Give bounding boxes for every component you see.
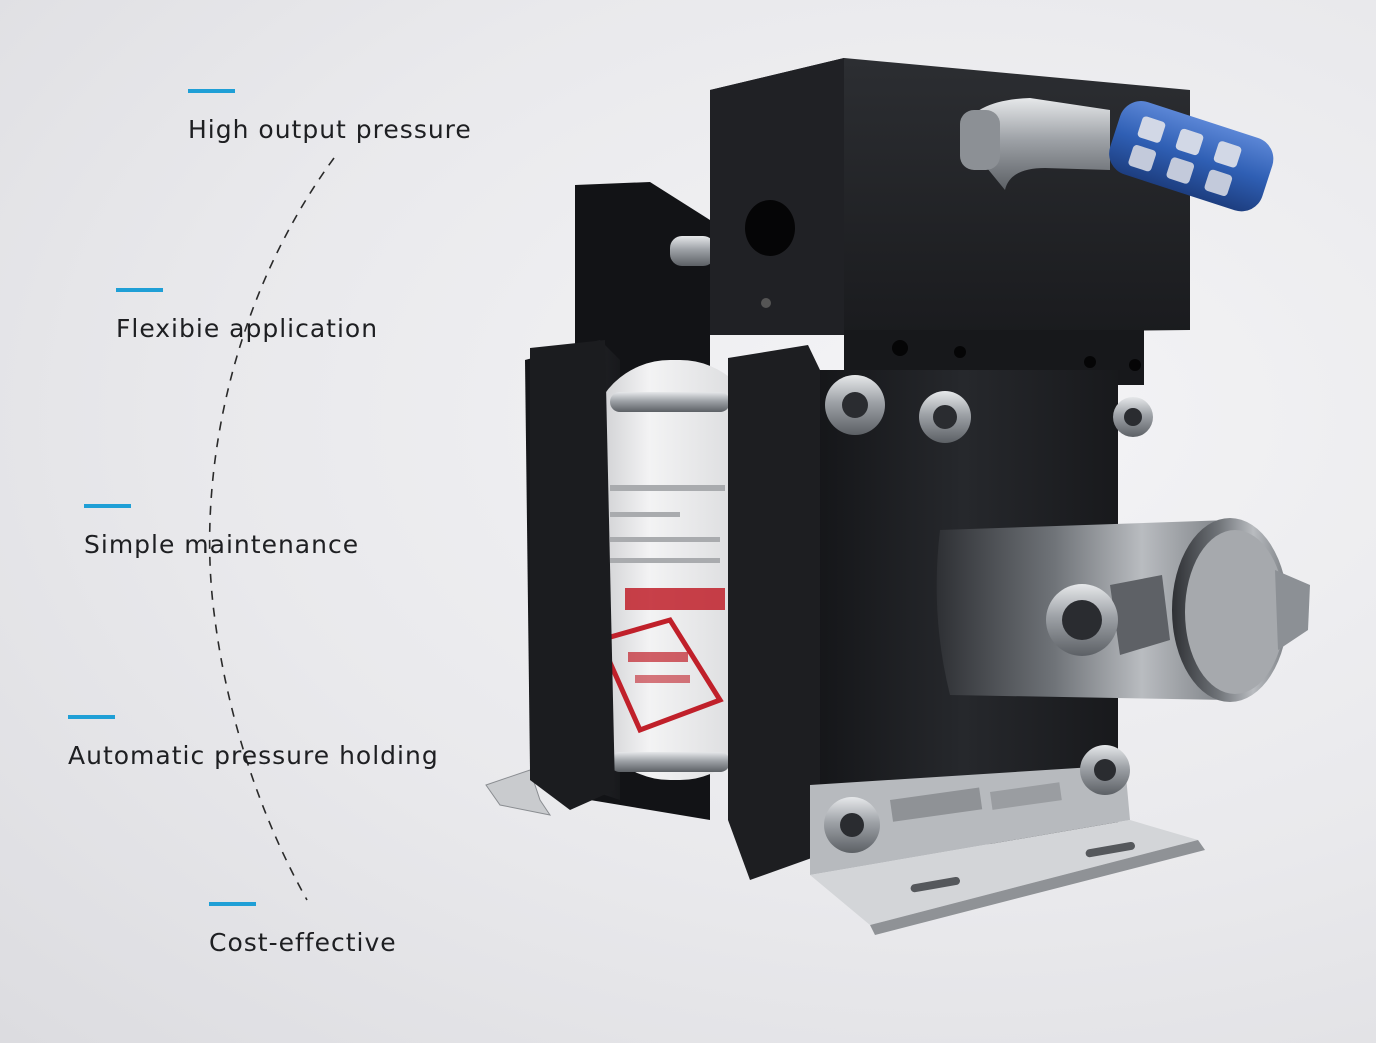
feature-cost-effective: Cost-effective <box>209 902 397 957</box>
accent-bar <box>84 504 131 508</box>
feature-label: High output pressure <box>188 115 472 144</box>
exhaust-silencer <box>960 98 1274 212</box>
tie-rod <box>610 392 730 412</box>
tie-rod <box>670 236 715 266</box>
high-pressure-cylinder <box>936 518 1310 702</box>
pump-illustration <box>485 58 1310 935</box>
left-clamp <box>530 340 615 810</box>
feature-label: Cost-effective <box>209 928 397 957</box>
feature-flexible-application: Flexibie application <box>116 288 378 343</box>
dashed-arc <box>208 157 335 901</box>
feature-automatic-pressure-holding: Automatic pressure holding <box>68 715 439 770</box>
tie-rod <box>610 752 730 772</box>
feature-label: Automatic pressure holding <box>68 741 439 770</box>
accent-bar <box>68 715 115 719</box>
air-cylinder-tank <box>590 360 760 780</box>
rear-foot <box>485 769 552 816</box>
accent-bar <box>116 288 163 292</box>
feature-list: High output pressure Flexibie applicatio… <box>0 0 560 1043</box>
front-clamp <box>728 345 820 880</box>
feature-high-output-pressure: High output pressure <box>188 89 472 144</box>
feature-simple-maintenance: Simple maintenance <box>84 504 359 559</box>
valve-block <box>710 58 1190 385</box>
feature-label: Flexibie application <box>116 314 379 343</box>
base-bracket <box>810 745 1205 935</box>
nut-row <box>825 375 1153 443</box>
accent-bar <box>188 89 235 93</box>
accent-bar <box>209 902 256 906</box>
feature-label: Simple maintenance <box>84 530 360 559</box>
